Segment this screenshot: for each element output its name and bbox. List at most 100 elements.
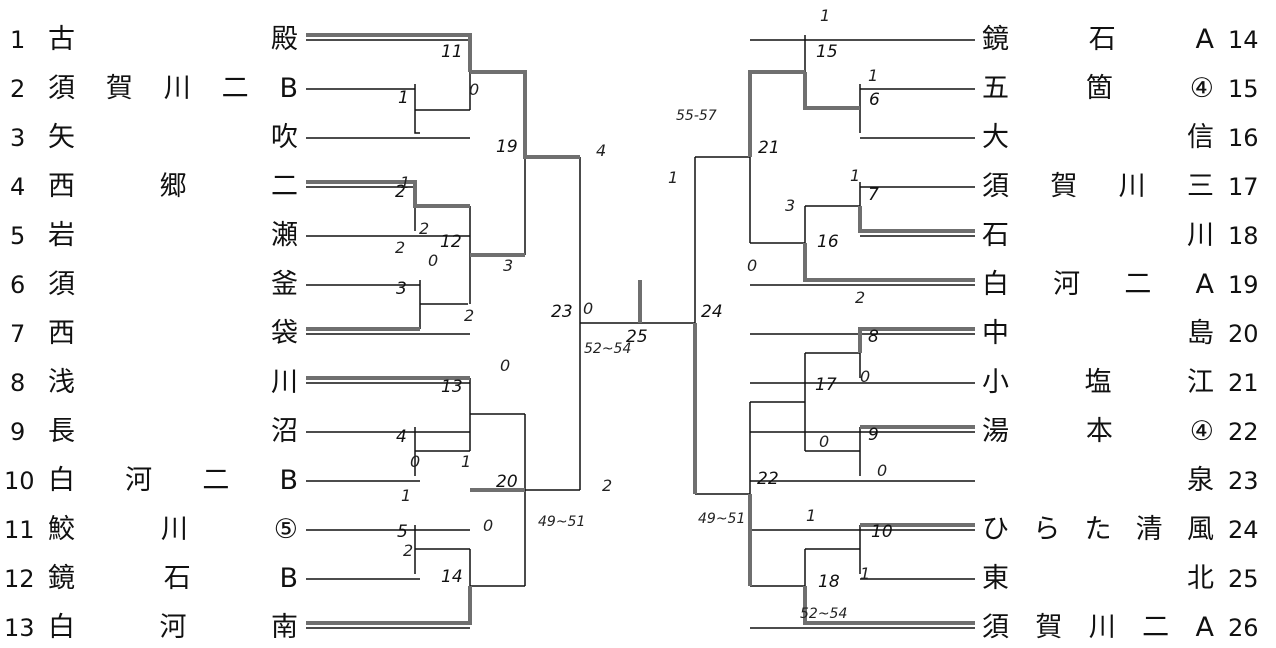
handwritten-score: 1 — [401, 486, 412, 505]
team-name-char: 賀 — [105, 73, 133, 104]
team-name-char: 二 — [271, 171, 298, 202]
team-seed: 15 — [1228, 75, 1259, 103]
match-number: 16 — [817, 232, 839, 252]
tournament-bracket — [306, 33, 975, 629]
winner-line — [470, 70, 580, 159]
team-name-char: 釜 — [271, 269, 298, 300]
team-name-char: B — [279, 465, 298, 496]
team-name-char: 川 — [1118, 171, 1146, 202]
team-seed: 20 — [1228, 320, 1259, 348]
match-bracket — [750, 549, 806, 623]
team-name: 須釜 — [48, 265, 298, 305]
team-seed: 2 — [10, 75, 26, 103]
team-name-char: 川 — [1088, 612, 1116, 643]
team-name: 白河南 — [48, 608, 298, 648]
match-number: 8 — [868, 327, 879, 347]
team-name: 須賀川三 — [982, 167, 1214, 207]
team-name-char: 南 — [271, 612, 298, 643]
team-name-char: 二 — [221, 73, 249, 104]
handwritten-note: 55-57 — [676, 108, 717, 124]
team-name-char: A — [1195, 24, 1214, 55]
team-name-char: 袋 — [271, 318, 298, 349]
team-name-char: 清 — [1135, 514, 1163, 545]
team-seed: 23 — [1228, 467, 1259, 495]
team-name-char: 石 — [1088, 24, 1116, 55]
team-name-char: 西 — [48, 171, 75, 202]
match-number: 22 — [757, 469, 779, 489]
winner-line — [803, 72, 860, 110]
team-name: 矢吹 — [48, 118, 298, 158]
match-number: 9 — [868, 425, 879, 445]
team-seed: 18 — [1228, 222, 1259, 250]
handwritten-score: 0 — [483, 516, 494, 535]
team-name-char: B — [279, 563, 298, 594]
team-name-char: 泉 — [1187, 465, 1214, 496]
team-seed: 13 — [4, 614, 35, 642]
team-name-char: 賀 — [1035, 612, 1063, 643]
handwritten-score: 2 — [395, 238, 406, 257]
team-name: 古殿 — [48, 20, 298, 60]
handwritten-score: 2 — [419, 219, 430, 238]
winner-line — [858, 206, 975, 233]
winner-line — [306, 586, 472, 625]
team-name: ひらた清風 — [982, 510, 1214, 550]
handwritten-score: 1 — [668, 168, 679, 187]
match-number: 24 — [701, 302, 723, 322]
team-seed: 1 — [10, 26, 26, 54]
handwritten-score: 2 — [403, 541, 414, 560]
match-number: 2 — [395, 182, 406, 202]
handwritten-score: 0 — [583, 299, 594, 318]
match-number: 3 — [396, 279, 407, 299]
team-name: 西郷二 — [48, 167, 298, 207]
match-bracket — [805, 525, 861, 574]
match-number: 21 — [758, 138, 780, 158]
team-name-char: 本 — [1085, 416, 1113, 447]
team-name: 小塩江 — [982, 363, 1214, 403]
match-bracket — [419, 280, 468, 329]
team-name-char: 白 — [48, 465, 75, 496]
winner-line — [748, 70, 805, 157]
match-number: 12 — [440, 232, 462, 252]
team-name-char: 吹 — [271, 122, 298, 153]
handwritten-score: 1 — [400, 173, 411, 192]
match-bracket — [805, 329, 861, 378]
match-number: 10 — [871, 522, 893, 542]
team-name-char: 鏡 — [48, 563, 75, 594]
team-name-char: 河 — [125, 465, 153, 496]
match-number: 1 — [398, 88, 409, 108]
team-seed: 7 — [10, 320, 26, 348]
team-name-char: A — [1195, 612, 1214, 643]
team-name-char: 石 — [163, 563, 191, 594]
team-name-char: 二 — [1124, 269, 1152, 300]
match-bracket — [469, 549, 525, 623]
team-name-char: 賀 — [1050, 171, 1078, 202]
match-bracket — [414, 525, 470, 574]
match-bracket — [695, 402, 751, 586]
team-seed: 10 — [4, 467, 35, 495]
team-seed: 26 — [1228, 614, 1259, 642]
match-number: 5 — [397, 522, 408, 542]
handwritten-score: 0 — [410, 452, 421, 471]
team-name-char: 湯 — [982, 416, 1009, 447]
match-number: 6 — [869, 90, 880, 110]
handwritten-note: 52~54 — [584, 341, 632, 357]
team-name-char: 川 — [271, 367, 298, 398]
team-seed: 3 — [10, 124, 26, 152]
team-name-char: B — [279, 73, 298, 104]
team-name-char: 白 — [48, 612, 75, 643]
match-number: 11 — [441, 42, 463, 62]
team-name-char: 石 — [982, 220, 1009, 251]
team-name-char: 小 — [982, 367, 1009, 398]
match-number: 13 — [441, 377, 463, 397]
match-bracket — [469, 378, 525, 451]
handwritten-score: 2 — [855, 288, 866, 307]
team-seed: 19 — [1228, 271, 1259, 299]
team-name-char: 岩 — [48, 220, 75, 251]
handwritten-score: 1 — [860, 564, 871, 583]
team-seed: 6 — [10, 271, 26, 299]
team-name-char: ④ — [1189, 73, 1214, 104]
winner-line — [306, 180, 470, 208]
team-name-char: 浅 — [48, 367, 75, 398]
team-name-char: 西 — [48, 318, 75, 349]
